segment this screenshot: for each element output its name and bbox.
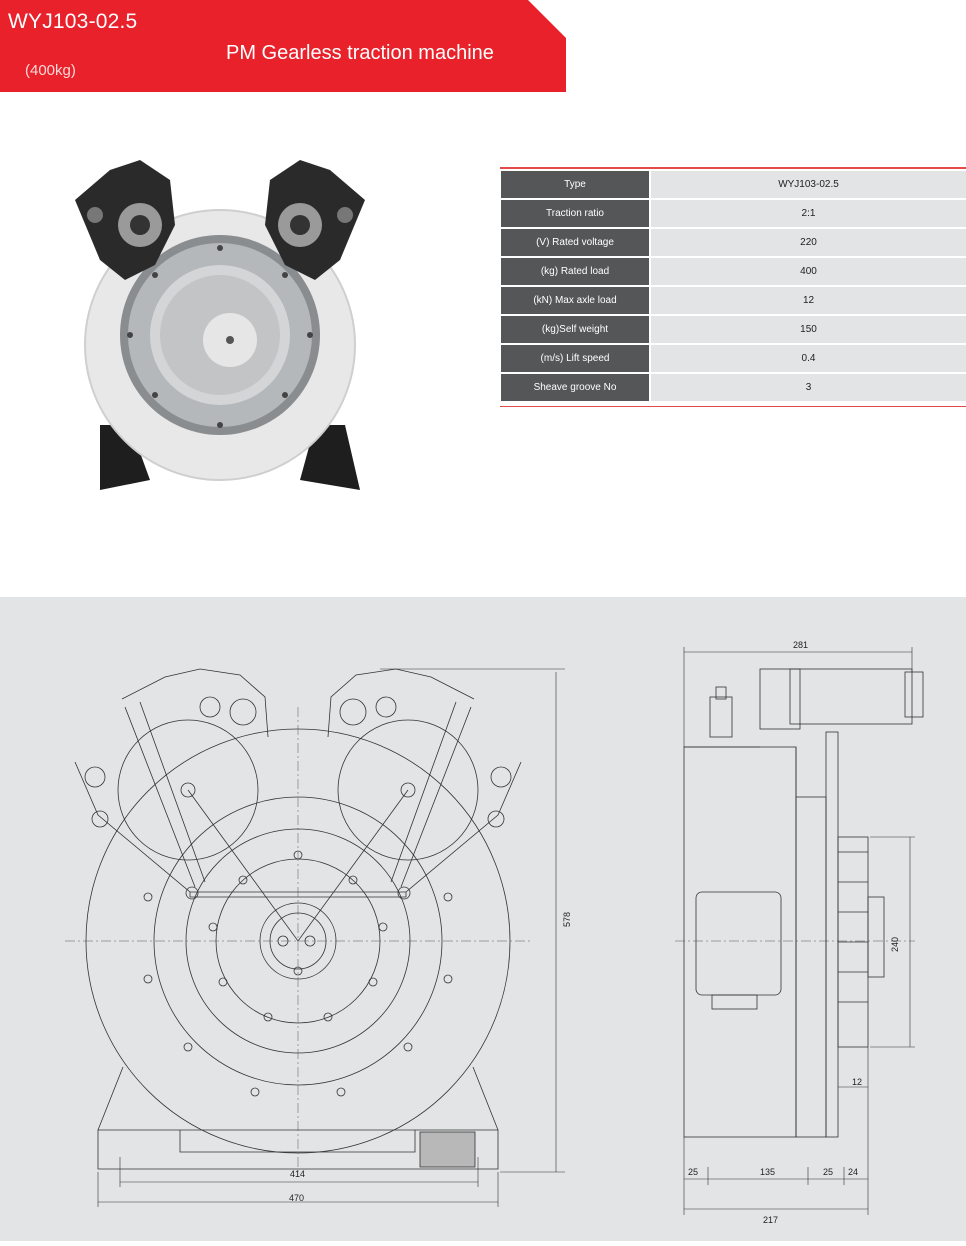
product-photo [75,160,365,490]
drawing-canvas: 578 414 470 [65,640,924,1225]
spec-label: (V) Rated voltage [501,229,649,256]
banner-shape [0,0,566,92]
technical-drawing: 578 414 470 [0,597,966,1241]
spec-bottom-rule [500,406,966,407]
spec-value: 150 [651,316,966,343]
dim-seg4: 24 [848,1167,858,1177]
dim-sheave: 240 [890,937,900,952]
spec-value: 12 [651,287,966,314]
product-subtitle: PM Gearless traction machine [226,42,494,64]
model-title: WYJ103-02.5 [8,10,138,33]
spec-label: (kg)Self weight [501,316,649,343]
spec-value: WYJ103-02.5 [651,171,966,198]
spec-label: (kN) Max axle load [501,287,649,314]
spec-value: 220 [651,229,966,256]
spec-value: 0.4 [651,345,966,372]
dim-outer-width: 470 [289,1193,304,1203]
dim-seg2: 135 [760,1167,775,1177]
spec-label: (m/s) Lift speed [501,345,649,372]
spec-value: 400 [651,258,966,285]
header-banner: WYJ103-02.5 PM Gearless traction machine… [0,0,566,92]
spec-label: Sheave groove No [501,374,649,401]
dim-seg1: 25 [688,1167,698,1177]
spec-top-rule [500,167,966,169]
dim-groove: 12 [852,1077,862,1087]
dim-seg3: 25 [823,1167,833,1177]
dim-height: 578 [562,912,572,927]
spec-label: (kg) Rated load [501,258,649,285]
dim-total: 217 [763,1215,778,1225]
spec-label: Traction ratio [501,200,649,227]
spec-label: Type [501,171,649,198]
spec-value: 3 [651,374,966,401]
dim-inner-width: 414 [290,1169,305,1179]
load-label: (400kg) [25,62,76,79]
dim-side-top: 281 [793,640,808,650]
spec-value: 2:1 [651,200,966,227]
